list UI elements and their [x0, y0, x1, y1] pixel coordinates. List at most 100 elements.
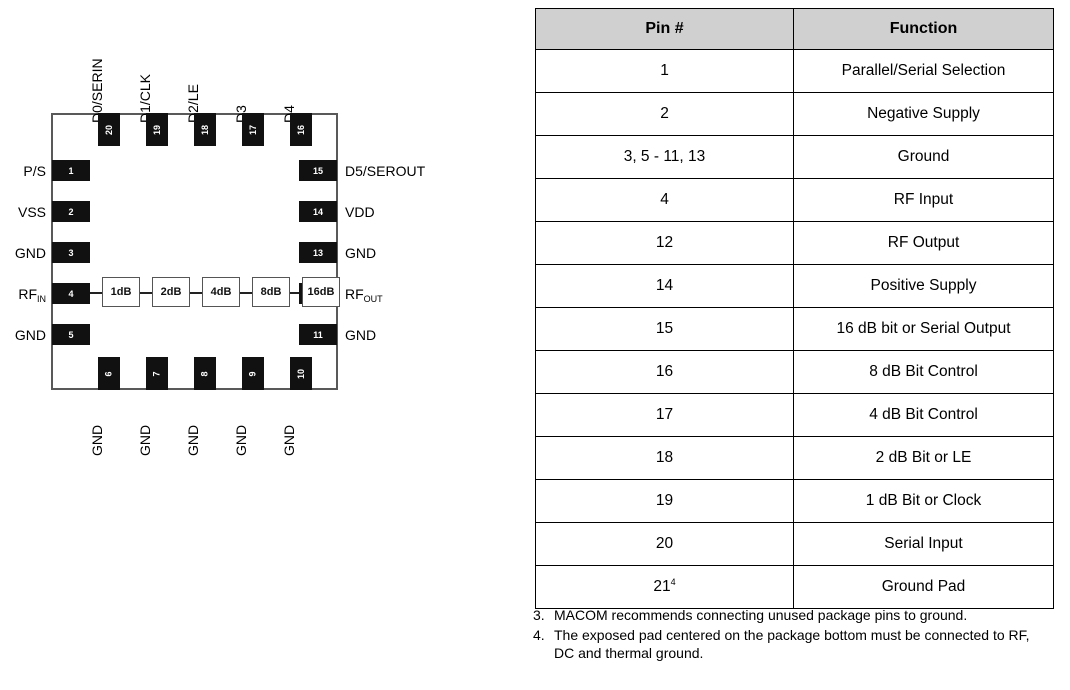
pin-label-subscript: OUT — [363, 294, 383, 304]
cell-function: Ground — [793, 135, 1054, 179]
pin-label-text: GND — [14, 327, 46, 343]
pin-label-gnd-13: GND — [345, 245, 376, 261]
pad-number: 20 — [103, 124, 114, 135]
pin-label-text: VDD — [345, 204, 375, 220]
pad-pin-16: 16 — [290, 113, 312, 146]
rf-wire-segment — [190, 292, 202, 294]
cell-pin: 12 — [535, 221, 794, 265]
pad-pin-3: 3 — [52, 242, 90, 263]
cell-function: Parallel/Serial Selection — [793, 49, 1054, 93]
pad-number: 11 — [313, 329, 323, 340]
pad-number: 17 — [247, 124, 258, 135]
pad-pin-15: 15 — [299, 160, 337, 181]
cell-pin: 4 — [535, 178, 794, 222]
cell-function: 8 dB Bit Control — [793, 350, 1054, 394]
pin-label-text: P/S — [23, 163, 46, 179]
attenuator-block-8db: 8dB — [252, 277, 290, 307]
pin-label-gnd-8: GND — [185, 425, 201, 456]
pad-number: 15 — [312, 165, 323, 176]
cell-pin: 16 — [535, 350, 794, 394]
pad-pin-18: 18 — [194, 113, 216, 146]
pin-label-gnd-9: GND — [233, 425, 249, 456]
cell-function: Ground Pad — [793, 565, 1054, 609]
footnote-number: 3. — [533, 607, 545, 623]
cell-pin: 18 — [535, 436, 794, 480]
pad-pin-4: 4 — [52, 283, 90, 304]
package-outline — [51, 113, 338, 390]
pin-label-text: RF — [18, 286, 37, 302]
pad-pin-7: 7 — [146, 357, 168, 390]
cell-function: Positive Supply — [793, 264, 1054, 308]
pin-label-gnd-10: GND — [281, 425, 297, 456]
cell-function: RF Output — [793, 221, 1054, 265]
pad-number: 3 — [68, 247, 74, 258]
rf-wire-segment — [140, 292, 152, 294]
pad-pin-8: 8 — [194, 357, 216, 390]
pin-label-text: GND — [137, 424, 153, 456]
cell-pin: 15 — [535, 307, 794, 351]
pad-number: 6 — [103, 370, 114, 377]
pad-pin-6: 6 — [98, 357, 120, 390]
cell-pin: 19 — [535, 479, 794, 523]
cell-pin: 17 — [535, 393, 794, 437]
pin-label-text: GND — [233, 424, 249, 456]
rf-wire-segment — [89, 292, 102, 294]
pin-label-text: VSS — [17, 204, 46, 220]
pad-pin-10: 10 — [290, 357, 312, 390]
pad-pin-20: 20 — [98, 113, 120, 146]
pin-label-rfin: RFIN — [0, 286, 46, 304]
column-header-pin: Pin # — [535, 8, 794, 50]
pad-number: 7 — [151, 370, 162, 377]
pad-pin-1: 1 — [52, 160, 90, 181]
footnote-marker: 4 — [670, 577, 676, 588]
pin-label-vdd: VDD — [345, 204, 375, 220]
attenuator-block-4db: 4dB — [202, 277, 240, 307]
pin-label-text: GND — [89, 424, 105, 456]
pad-pin-11: 11 — [299, 324, 337, 345]
table-header: Pin # Function — [535, 8, 1054, 50]
pin-label-d5-serout: D5/SEROUT — [345, 163, 425, 179]
footnote: 3. MACOM recommends connecting unused pac… — [533, 606, 1053, 625]
footnotes-block: 3. MACOM recommends connecting unused pac… — [533, 606, 1053, 664]
cell-pin: 3, 5 - 11, 13 — [535, 135, 794, 179]
pin-label-text: RF — [345, 286, 364, 302]
attenuator-block-2db: 2dB — [152, 277, 190, 307]
cell-function: 4 dB Bit Control — [793, 393, 1054, 437]
pin-label-text: D5/SEROUT — [345, 163, 426, 179]
pin-label-ps: P/S — [0, 163, 46, 179]
cell-function: Serial Input — [793, 522, 1054, 566]
attenuator-block-1db: 1dB — [102, 277, 140, 307]
pin-label-gnd-6: GND — [89, 425, 105, 456]
cell-function: 2 dB Bit or LE — [793, 436, 1054, 480]
pad-pin-17: 17 — [242, 113, 264, 146]
pin-label-gnd-3: GND — [0, 245, 46, 261]
footnote-number: 4. — [533, 626, 545, 643]
pin-label-text: GND — [345, 245, 377, 261]
rf-wire-segment — [240, 292, 252, 294]
column-header-function: Function — [793, 8, 1054, 50]
cell-pin: 20 — [535, 522, 794, 566]
pin-label-gnd-5: GND — [0, 327, 46, 343]
pad-number: 10 — [295, 368, 306, 379]
pin-label-text: GND — [185, 424, 201, 456]
footnote-text: MACOM recommends connecting unused packa… — [554, 607, 968, 623]
footnote-text: The exposed pad centered on the package … — [554, 626, 1030, 662]
cell-pin: 1 — [535, 49, 794, 93]
pad-pin-19: 19 — [146, 113, 168, 146]
attenuator-block-16db: 16dB — [302, 277, 340, 307]
pad-number: 2 — [68, 206, 74, 217]
pin-label-gnd-7: GND — [137, 425, 153, 456]
pin-label-rfout: RFOUT — [345, 286, 383, 304]
cell-pin: 2 — [535, 92, 794, 136]
